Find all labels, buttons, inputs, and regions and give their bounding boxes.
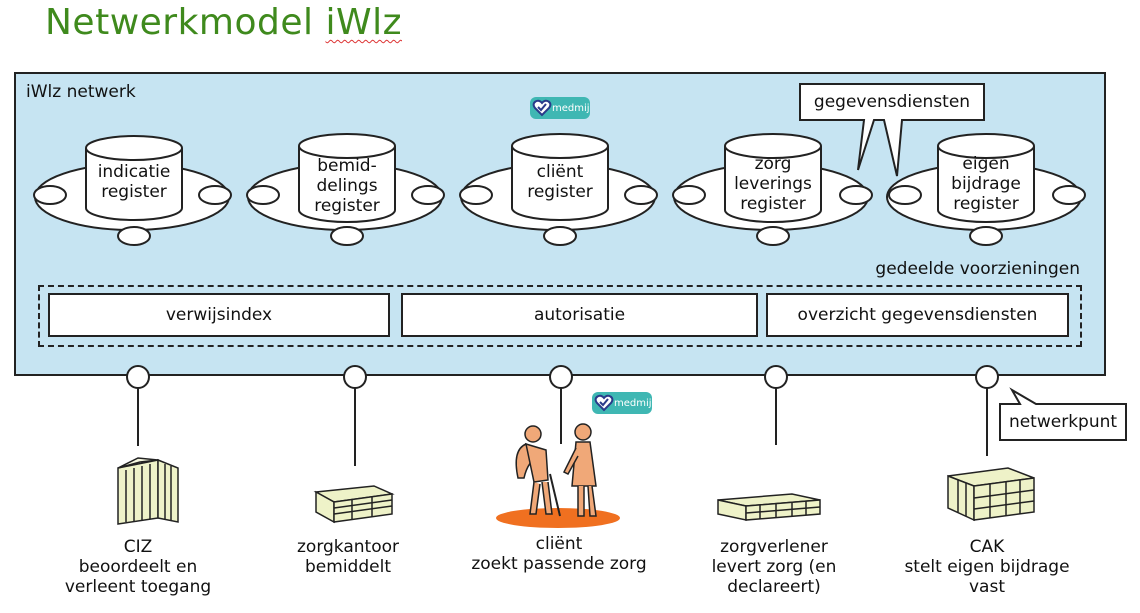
ciz-building-icon <box>117 457 179 525</box>
actor-label-line: vast <box>968 577 1005 597</box>
actor-label-line: zoekt passende zorg <box>471 554 647 574</box>
network-point-cak <box>975 365 999 389</box>
network-point-ciz <box>126 365 150 389</box>
network-label: iWlz netwerk <box>26 82 136 102</box>
register-label-line: register <box>953 194 1019 214</box>
medmij-badge: medmij <box>592 392 652 414</box>
network-point-zorgverlener <box>764 365 788 389</box>
ring-node <box>33 185 67 205</box>
network-point-client <box>549 365 573 389</box>
register-label-line: leverings <box>734 174 812 194</box>
ring-node <box>839 185 873 205</box>
register-node-2 <box>246 133 445 246</box>
actor-label-line: CIZ <box>123 537 153 557</box>
medmij-badge-label: medmij <box>552 102 590 114</box>
register-node-5 <box>886 133 1086 246</box>
zorgverlener-building-icon <box>717 493 821 521</box>
actor-label-zorgverlener: zorgverlener levert zorg (en declareert) <box>679 537 869 597</box>
register-label-line: register <box>527 182 593 202</box>
register-node-4 <box>672 133 873 246</box>
cak-building-icon <box>947 467 1035 522</box>
actor-label-client: cliënt zoekt passende zorg <box>464 534 654 574</box>
actor-label-line: verleent toegang <box>64 577 212 597</box>
actor-label-line: zorgkantoor <box>297 537 399 557</box>
actor-label-line: levert zorg (en <box>711 557 837 577</box>
medmij-heart-icon <box>594 394 614 412</box>
register-label-2: bemid- delings register <box>292 156 402 216</box>
client-people-icon <box>496 423 620 528</box>
actor-label-line: stelt eigen bijdrage <box>904 557 1070 577</box>
netwerkpunt-callout-shape <box>999 387 1127 441</box>
actor-label-zorgkantoor: zorgkantoor bemiddelt <box>253 537 443 577</box>
register-label-line: register <box>314 196 380 216</box>
title-prefix: Netwerkmodel <box>45 2 326 43</box>
ring-node <box>330 226 364 246</box>
ring-node <box>198 185 232 205</box>
gegevensdiensten-callout-label: gegevensdiensten <box>813 92 971 112</box>
register-node-3 <box>459 133 658 246</box>
actor-label-line: cliënt <box>535 534 583 554</box>
network-point-zorgkantoor <box>343 365 367 389</box>
zorgkantoor-building-icon <box>313 485 395 524</box>
register-label-line: register <box>740 194 806 214</box>
service-autorisatie: autorisatie <box>401 293 758 337</box>
ring-node <box>1052 185 1086 205</box>
register-label-line: delings <box>316 176 378 196</box>
ring-node <box>756 226 790 246</box>
register-label-line: eigen <box>962 154 1010 174</box>
actor-label-cak: CAK stelt eigen bijdrage vast <box>892 537 1082 597</box>
medmij-badge: medmij <box>530 97 590 119</box>
register-label-line: zorg <box>754 154 792 174</box>
ring-node <box>117 226 151 246</box>
register-label-line: indicatie <box>97 162 171 182</box>
ring-node <box>246 185 280 205</box>
netwerkpunt-callout-label: netwerkpunt <box>1008 412 1118 432</box>
register-label-4: zorg leverings register <box>718 154 828 214</box>
register-node-1 <box>33 135 232 246</box>
register-label-line: bemid- <box>317 156 377 176</box>
ring-node <box>411 185 445 205</box>
ring-node <box>969 226 1003 246</box>
medmij-heart-icon <box>532 99 552 117</box>
actor-label-ciz: CIZ beoordeelt en verleent toegang <box>43 537 233 597</box>
register-label-1: indicatie register <box>79 162 189 202</box>
register-label-line: bijdrage <box>951 174 1021 194</box>
ring-node <box>624 185 658 205</box>
ring-node <box>888 185 922 205</box>
actor-label-line: declareert) <box>727 577 821 597</box>
shared-services-group <box>38 285 1082 347</box>
register-label-3: cliënt register <box>505 162 615 202</box>
ring-node <box>543 226 577 246</box>
gegevensdiensten-callout-shape <box>799 83 985 177</box>
register-label-line: register <box>101 182 167 202</box>
actor-label-line: bemiddelt <box>305 557 391 577</box>
ring-node <box>672 185 706 205</box>
service-verwijsindex: verwijsindex <box>48 293 390 337</box>
register-label-5: eigen bijdrage register <box>931 154 1041 214</box>
service-overzicht-gegevensdiensten: overzicht gegevensdiensten <box>766 293 1069 337</box>
shared-services-label: gedeelde voorzieningen <box>875 259 1080 279</box>
medmij-badge-label: medmij <box>614 397 652 409</box>
title-emphasis: iWlz <box>325 2 402 43</box>
register-label-line: cliënt <box>536 162 584 182</box>
page-title: Netwerkmodel iWlz <box>45 2 402 43</box>
actor-label-line: zorgverlener <box>720 537 828 557</box>
actor-label-line: CAK <box>969 537 1005 557</box>
actor-label-line: beoordeelt en <box>78 557 198 577</box>
ring-node <box>459 185 493 205</box>
